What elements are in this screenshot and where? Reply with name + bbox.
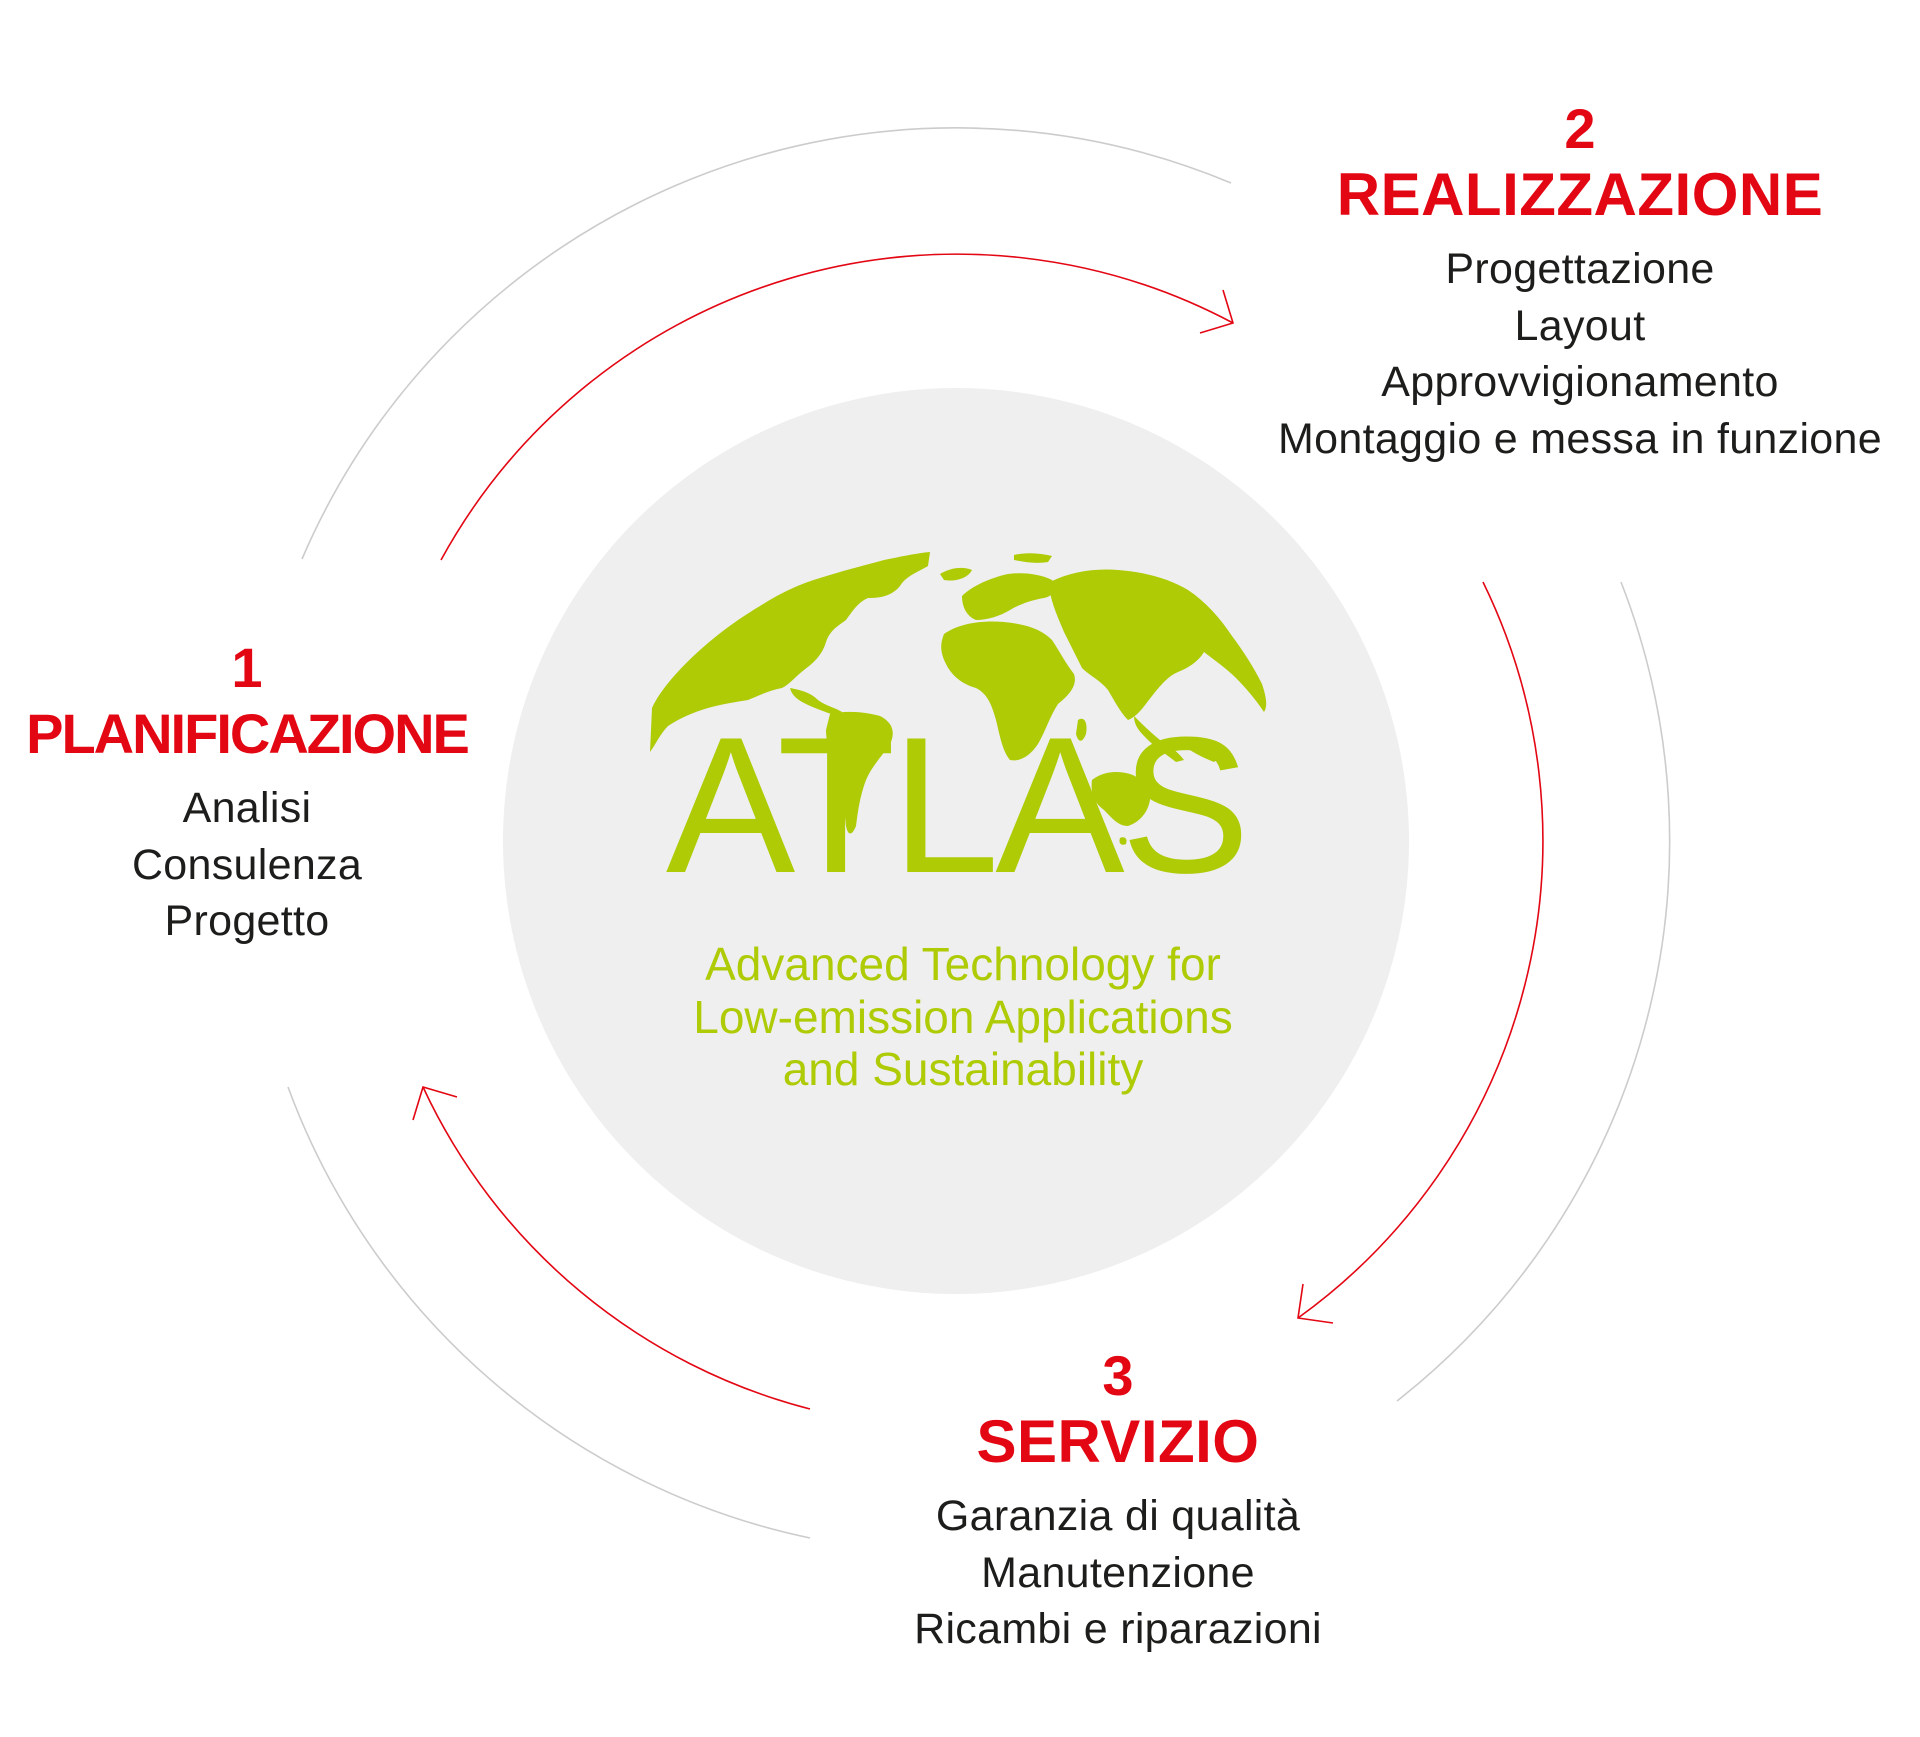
- outer-arc-top: [301, 127, 1232, 560]
- arrowhead-icon: [1199, 289, 1234, 334]
- tagline-line: Advanced Technology for: [705, 938, 1221, 990]
- stage-number: 2: [1564, 97, 1596, 160]
- stage-item: Ricambi e riparazioni: [914, 1605, 1322, 1653]
- stage-item: Manutenzione: [981, 1548, 1255, 1597]
- stage-item: Analisi: [182, 784, 312, 832]
- arrowhead-icon: [412, 1086, 458, 1121]
- stage-item: Progettazione: [1445, 245, 1715, 293]
- stage-number: 3: [1102, 1344, 1134, 1407]
- stage-item: Montaggio e messa in funzione: [1278, 414, 1882, 463]
- stage-item: Progetto: [164, 897, 330, 945]
- globe-world-map-icon: [650, 552, 1267, 845]
- tagline-line: and Sustainability: [782, 1043, 1144, 1095]
- stage-item-list: Analisi Consulenza Progetto: [0, 780, 494, 950]
- stage-item: Consulenza: [131, 840, 363, 889]
- outer-arc-right: [1396, 581, 1671, 1402]
- stage-number: 1: [231, 636, 263, 699]
- stage-item: Layout: [1514, 301, 1646, 350]
- stage-servizio: 3 SERVIZIO Garanzia di qualità Manutenzi…: [818, 1346, 1418, 1658]
- stage-realizzazione: 2 REALIZZAZIONE Progettazione Layout App…: [1260, 99, 1900, 467]
- atlas-logo-wordmark: ATLAS: [665, 697, 1250, 914]
- arrowhead-icon: [1297, 1283, 1334, 1324]
- arrow-arc-2-to-3: [1297, 581, 1544, 1319]
- outer-arc-bottom-left: [287, 1086, 811, 1539]
- stage-item: Approvvigionamento: [1381, 358, 1779, 406]
- arrow-arc-3-to-1: [422, 1086, 811, 1410]
- tagline-line: Low-emission Applications: [693, 990, 1233, 1043]
- outer-arcs: [287, 127, 1671, 1539]
- stage-item: Garanzia di qualità: [935, 1492, 1301, 1540]
- stage-planificazione: 1 PLANIFICAZIONE Analisi Consulenza Prog…: [0, 638, 494, 950]
- atlas-tagline: Advanced Technology for Low-emission App…: [600, 938, 1326, 1096]
- stage-title: SERVIZIO: [976, 1408, 1260, 1475]
- stage-item-list: Garanzia di qualità Manutenzione Ricambi…: [818, 1488, 1418, 1658]
- stage-item-list: Progettazione Layout Approvvigionamento …: [1260, 241, 1900, 467]
- cycle-arrows: [412, 253, 1544, 1410]
- stage-title: PLANIFICAZIONE: [26, 702, 470, 765]
- stage-title: REALIZZAZIONE: [1336, 161, 1824, 228]
- arrow-arc-1-to-2: [440, 253, 1234, 561]
